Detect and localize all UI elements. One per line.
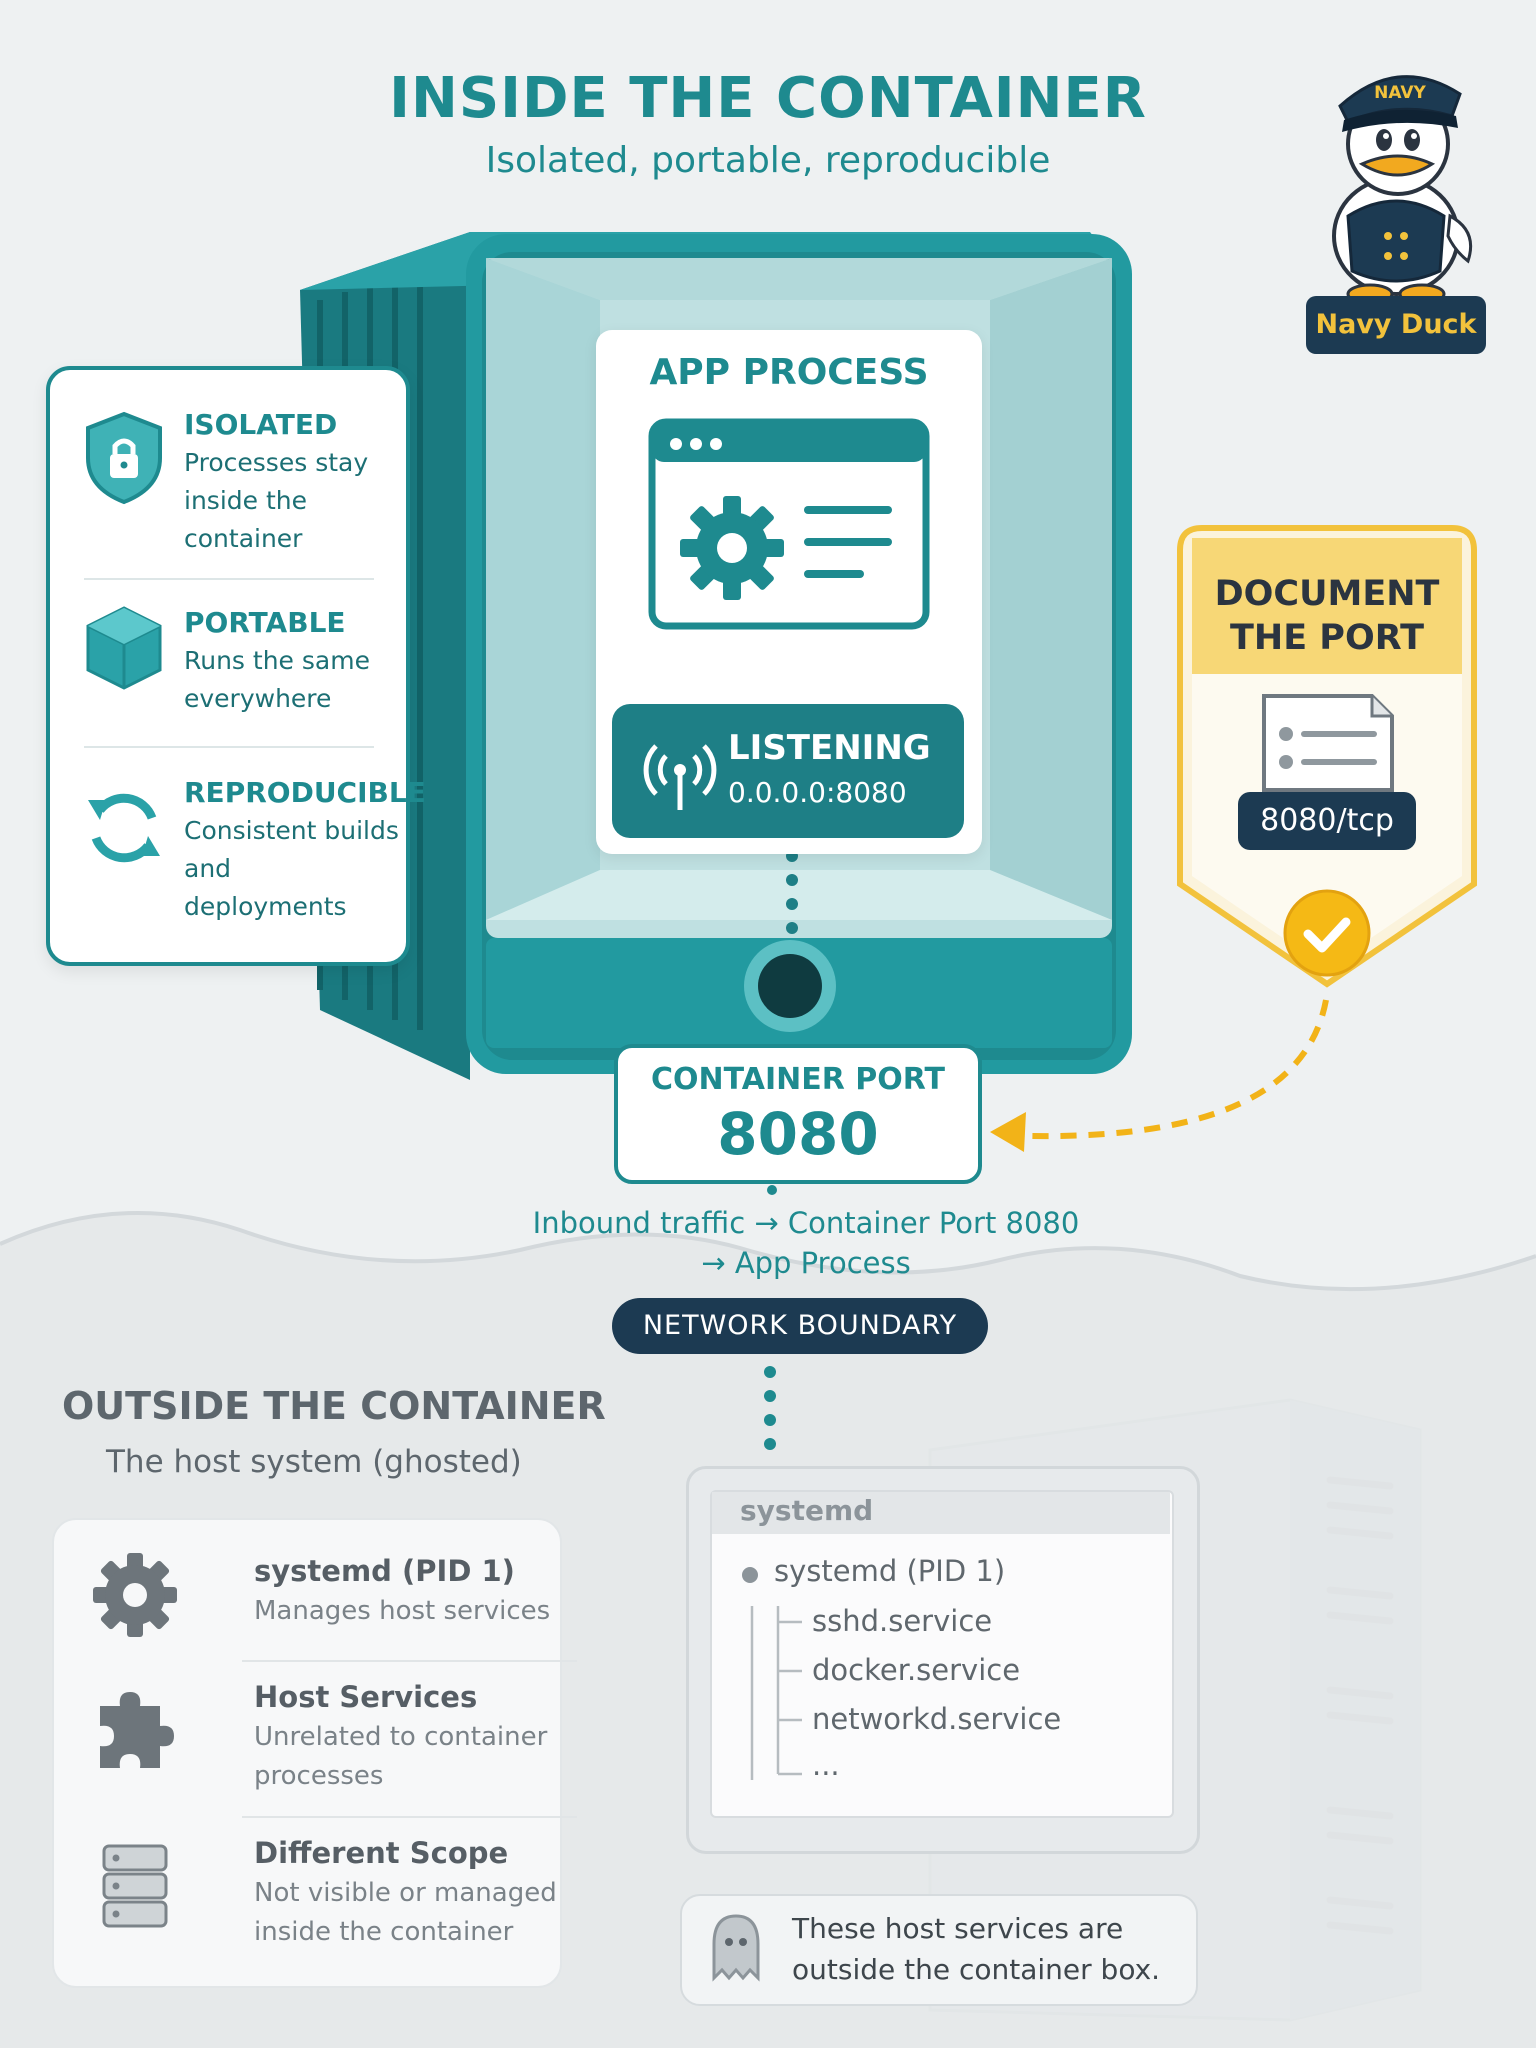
network-boundary-label: NETWORK BOUNDARY — [612, 1298, 988, 1354]
host-item-scope-desc: Not visible or managed inside the contai… — [254, 1878, 557, 1947]
process-tree-item: sshd.service — [812, 1604, 993, 1638]
page-subtitle: Isolated, portable, reproducible — [485, 140, 1051, 181]
document-icon — [1262, 694, 1394, 792]
feature-portable-title: PORTABLE — [184, 606, 346, 639]
terminal-titlebar — [712, 1492, 1170, 1534]
divider — [242, 1660, 577, 1662]
feature-isolated-desc: Processes stay inside the container — [184, 448, 369, 553]
listening-status — [612, 704, 964, 838]
document-port-title-line2: THE PORT — [1230, 618, 1424, 658]
ghost-icon — [712, 1914, 760, 1982]
container-port-value: 8080 — [717, 1100, 879, 1168]
outside-title: OUTSIDE THE CONTAINER — [62, 1384, 606, 1428]
feature-portable-desc: Runs the same everywhere — [184, 646, 370, 713]
gear-icon — [680, 496, 784, 600]
divider — [84, 578, 374, 580]
host-system-card: systemd (PID 1) Manages host services Ho… — [52, 1518, 577, 1988]
refresh-icon — [88, 793, 160, 863]
flow-line-2: → App Process — [701, 1246, 911, 1280]
puzzle-icon — [100, 1692, 174, 1768]
app-process-title: APP PROCESS — [649, 352, 929, 393]
process-tree-item: docker.service — [812, 1653, 1021, 1687]
ghost-note-text: These host services are outside the cont… — [792, 1912, 1161, 1986]
listening-address: 0.0.0.0:8080 — [728, 776, 907, 809]
container-port-box — [614, 1044, 982, 1184]
ghost-note-box — [680, 1894, 1198, 2006]
server-stack-icon — [102, 1844, 168, 1928]
flow-line-1: Inbound traffic → Container Port 8080 — [532, 1206, 1080, 1240]
cube-icon — [86, 606, 162, 690]
document-port-title: DOCUMENT THE PORT — [1190, 572, 1464, 660]
host-item-systemd-title: systemd (PID 1) — [254, 1554, 515, 1588]
listening-label: LISTENING — [728, 728, 931, 768]
feature-isolated-title: ISOLATED — [184, 408, 338, 441]
document-arrow — [990, 999, 1329, 1152]
terminal-title: systemd — [740, 1494, 874, 1527]
process-tree-item: ... — [812, 1748, 840, 1782]
feature-reproducible-desc: Consistent builds and deployments — [184, 816, 399, 921]
gear-icon — [93, 1553, 177, 1637]
process-tree-root: systemd (PID 1) — [774, 1554, 1006, 1588]
check-icon — [1283, 889, 1371, 977]
signal-icon — [643, 744, 717, 810]
container-port-label: CONTAINER PORT — [651, 1062, 945, 1097]
container-features-card: ISOLATED Processes stay inside the conta… — [46, 366, 426, 966]
mascot-badge: Navy Duck — [1306, 296, 1486, 354]
host-item-services-title: Host Services — [254, 1680, 478, 1714]
shield-lock-icon — [86, 411, 162, 505]
host-item-scope-title: Different Scope — [254, 1836, 509, 1870]
outside-subtitle: The host system (ghosted) — [106, 1444, 522, 1480]
document-port-title-line1: DOCUMENT — [1214, 574, 1440, 614]
tree-connectors — [742, 1567, 802, 1780]
divider — [242, 1816, 577, 1818]
host-item-systemd-desc: Manages host services — [254, 1596, 551, 1626]
divider — [84, 746, 374, 748]
navy-duck-mascot: NAVY — [1332, 75, 1473, 305]
port-spec-pill: 8080/tcp — [1238, 792, 1416, 850]
host-item-services-desc: Unrelated to container processes — [254, 1722, 548, 1791]
page-title: INSIDE THE CONTAINER — [389, 66, 1147, 131]
feature-reproducible-title: REPRODUCIBLE — [184, 776, 426, 809]
host-terminal — [710, 1490, 1174, 1818]
process-tree-item: networkd.service — [812, 1702, 1062, 1736]
cap-text: NAVY — [1374, 83, 1426, 103]
app-window-icon — [648, 418, 930, 630]
